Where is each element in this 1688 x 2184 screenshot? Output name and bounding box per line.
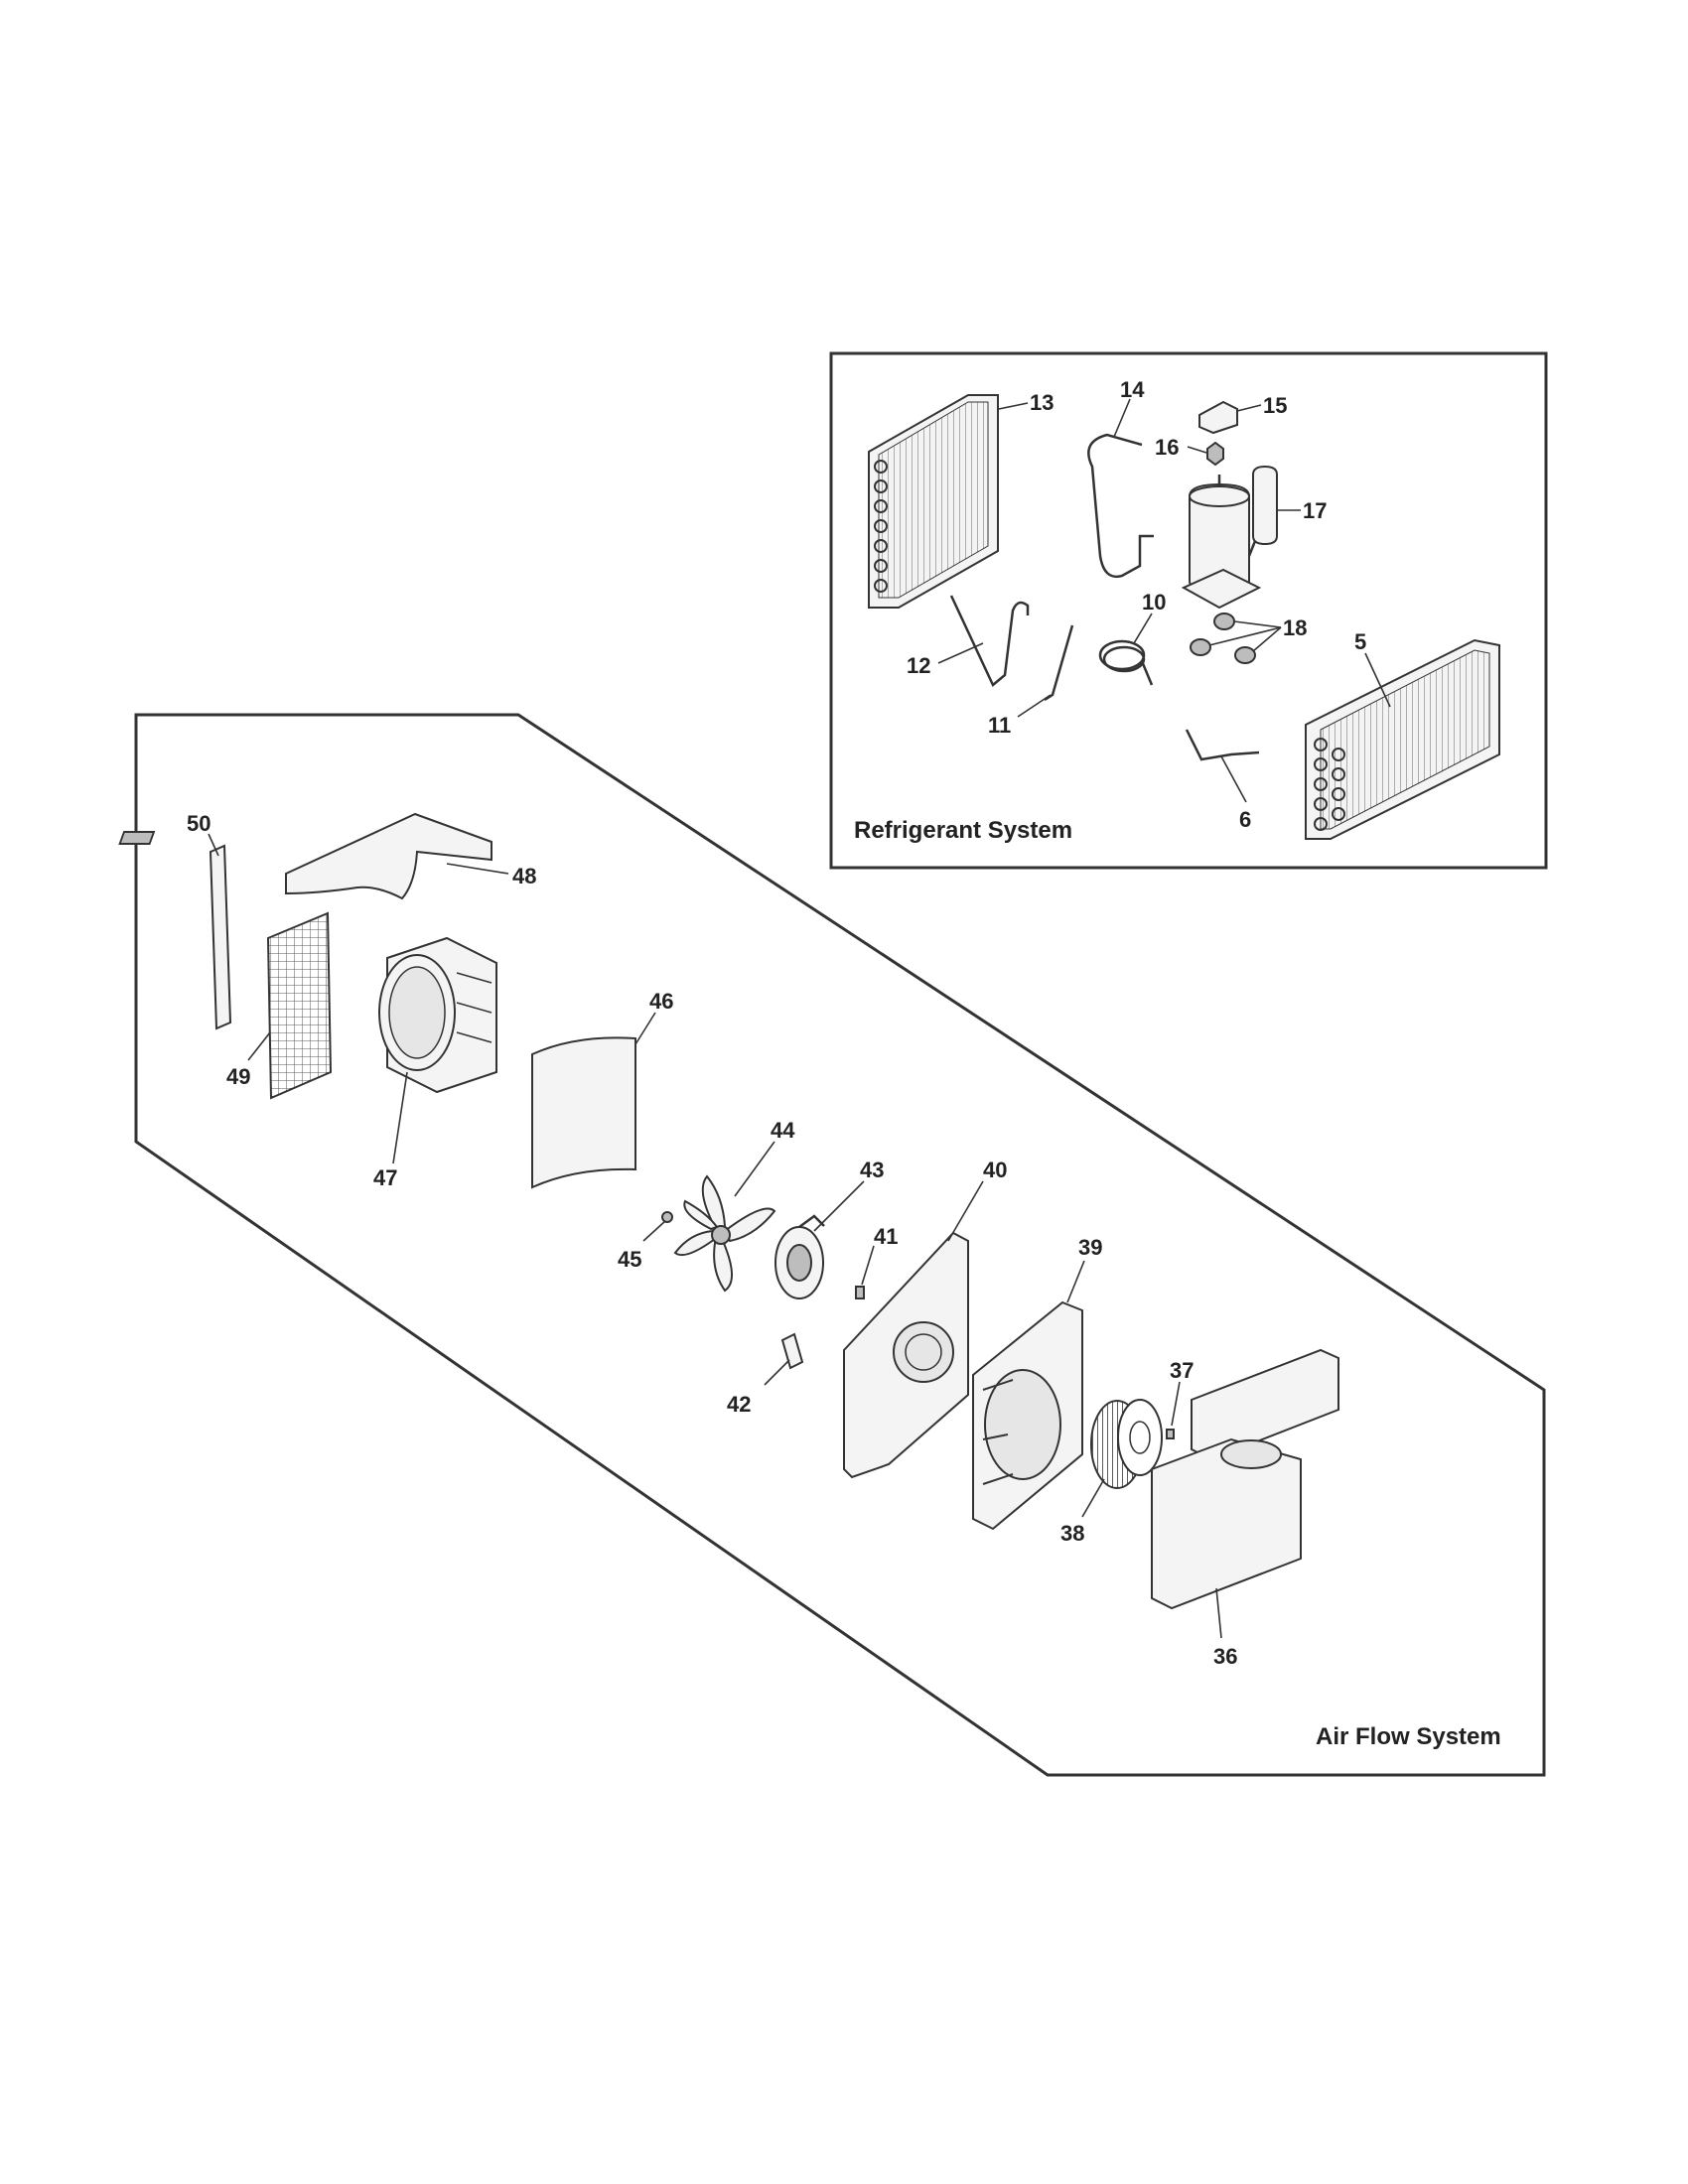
part-44-fan-blade [673,1174,776,1293]
leader-18a [1233,620,1282,628]
label-42: 42 [727,1392,751,1417]
refrigerant-system-panel: 13 14 15 16 17 18 [829,351,1548,870]
leader-50 [208,833,219,857]
airflow-panel-title: Air Flow System [1316,1723,1501,1750]
airflow-panel-frame [134,713,1546,1777]
part-36-air-duct [1151,1348,1339,1610]
part-11-tube [1044,624,1074,702]
label-5: 5 [1354,629,1366,654]
part-15-terminal-cover [1198,400,1238,435]
leader-6 [1220,755,1247,803]
leader-10 [1133,613,1153,644]
part-17-compressor [1181,465,1278,610]
label-44: 44 [771,1118,795,1143]
part-50-side-strip [209,844,232,1030]
part-13-condenser-coil [868,394,999,609]
leader-45 [642,1220,666,1242]
leader-41 [861,1245,875,1286]
leader-48 [446,863,509,875]
label-38: 38 [1060,1521,1084,1546]
label-40: 40 [983,1158,1007,1182]
leader-36 [1215,1587,1222,1639]
leader-38 [1081,1478,1105,1518]
part-39-blower-housing [972,1300,1083,1531]
leader-5 [1364,652,1391,708]
label-6: 6 [1239,807,1251,832]
part-6-tube [1185,729,1260,761]
label-12: 12 [907,653,930,678]
part-12-suction-tube [949,595,1030,687]
leader-43 [813,1180,865,1232]
part-38-blower-wheel [1090,1399,1163,1489]
refrigerant-panel-title: Refrigerant System [854,817,1072,844]
label-49: 49 [226,1064,250,1089]
leader-42 [764,1359,790,1386]
label-17: 17 [1303,498,1327,523]
label-39: 39 [1078,1235,1102,1260]
label-43: 43 [860,1158,884,1182]
part-37-nut [1166,1429,1175,1439]
label-11: 11 [988,713,1011,738]
part-18-grommets [1190,613,1256,664]
leader-47 [392,1071,408,1164]
leader-15 [1236,404,1262,412]
part-5-evaporator-coil [1305,638,1500,840]
label-45: 45 [618,1247,641,1272]
label-37: 37 [1170,1358,1194,1383]
label-47: 47 [373,1165,397,1190]
leader-11 [1017,694,1052,718]
part-41-clip [855,1286,865,1299]
leader-46 [634,1012,656,1045]
part-45-nut [661,1211,673,1223]
part-43-fan-motor [774,1214,825,1299]
label-50: 50 [187,811,211,836]
part-46-orifice-panel [531,1036,636,1189]
leader-18c [1252,626,1282,652]
leader-14 [1113,398,1131,438]
label-14: 14 [1120,377,1145,402]
leader-18b [1208,626,1282,646]
leader-16 [1187,446,1207,454]
label-16: 16 [1155,435,1179,460]
air-flow-system-panel: 50 48 49 47 46 [118,713,1546,1777]
label-15: 15 [1263,393,1287,418]
part-16-nut [1206,441,1224,467]
leader-39 [1066,1260,1085,1303]
part-14-discharge-tube [1087,433,1154,579]
part-47-fan-shroud [378,936,497,1094]
label-41: 41 [874,1224,898,1249]
label-46: 46 [649,989,673,1014]
leader-44 [734,1141,775,1197]
part-40-motor-mount-plate [843,1231,969,1479]
part-10-capillary-coil [1098,639,1154,686]
refrigerant-panel-frame [829,351,1548,870]
leader-13 [998,402,1029,410]
label-13: 13 [1030,390,1054,415]
part-48-top-cover [118,812,492,900]
leader-37 [1171,1381,1181,1427]
label-10: 10 [1142,590,1166,614]
label-18: 18 [1283,615,1307,640]
label-48: 48 [512,864,536,888]
leader-49 [247,1031,271,1061]
part-49-grille-mesh [266,911,333,1100]
leader-40 [947,1180,984,1242]
leader-12 [937,642,984,664]
part-42-bracket [780,1332,804,1370]
label-36: 36 [1213,1644,1237,1669]
